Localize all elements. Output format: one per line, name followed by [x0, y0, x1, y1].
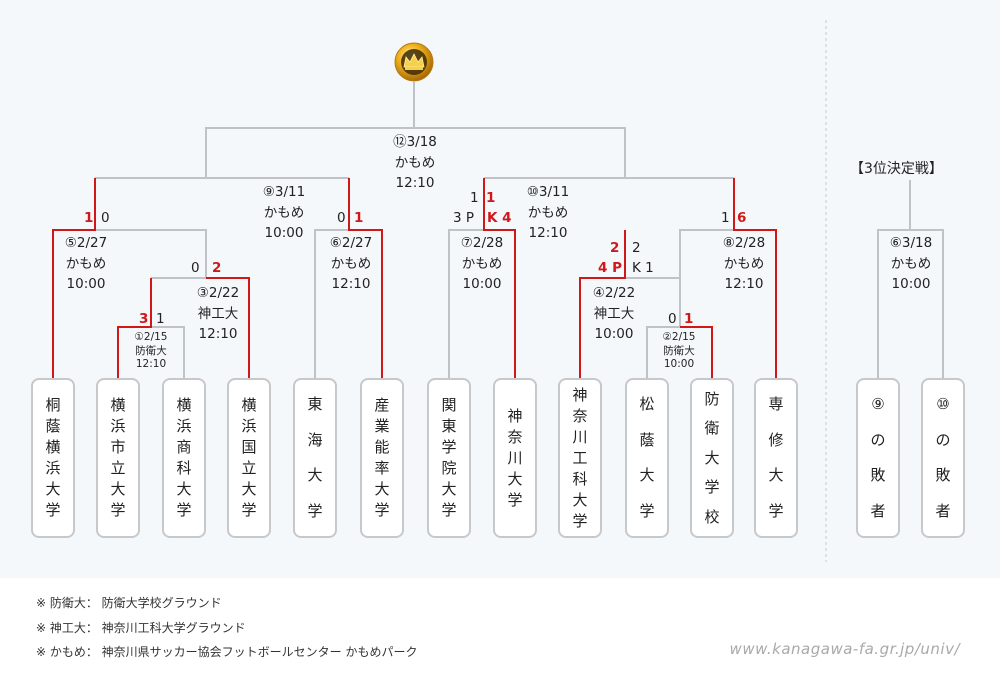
score-m7-lose-pk: 3 P — [453, 210, 475, 226]
score-m6-lose: 0 — [337, 210, 346, 226]
score-m7-win-pk: K 4 — [487, 210, 512, 226]
line-m1-lose — [151, 326, 185, 380]
score-m4-win: 2 — [610, 240, 620, 256]
team-defense-academy: 防衛大学校 — [690, 378, 734, 538]
team-shoin: 松蔭大学 — [625, 378, 669, 538]
note-kamome: ※ かもめ： 神奈川県サッカー協会フットボールセンター かもめパーク — [36, 645, 418, 659]
score-m6-win: 1 — [354, 210, 364, 226]
score-m1-lose: 1 — [156, 311, 165, 327]
line-m8-lose — [679, 229, 734, 278]
line-m5-lose — [95, 229, 207, 278]
score-m3-win: 2 — [212, 260, 222, 276]
score-m4-lose: 2 — [632, 240, 641, 256]
line-final — [205, 127, 626, 178]
score-m7-win: 1 — [486, 190, 496, 206]
team-toin-yokohama: 桐蔭横浜大学 — [31, 378, 75, 538]
third-place-title: 【3位決定戦】 — [850, 161, 943, 177]
score-m7-lose: 1 — [470, 190, 479, 206]
note-shinkou: ※ 神工大： 神奈川工科大学グラウンド — [36, 621, 246, 635]
line-m6-win — [348, 178, 383, 380]
note-bouei: ※ 防衛大： 防衛大学校グラウンド — [36, 596, 222, 610]
line-m3-win — [206, 277, 250, 380]
team-tokai: 東海大学 — [293, 378, 337, 538]
line-m1-win — [117, 278, 152, 380]
score-m3-lose: 0 — [191, 260, 200, 276]
score-m8-lose: 1 — [721, 210, 730, 226]
line-m7-win — [483, 178, 516, 380]
score-m5-lose: 0 — [101, 210, 110, 226]
line-m8-win — [733, 178, 777, 380]
score-m1-win: 3 — [139, 311, 149, 327]
footer: ※ 防衛大： 防衛大学校グラウンド ※ 神工大： 神奈川工科大学グラウンド ※ … — [0, 578, 1000, 680]
site-url: www.kanagawa-fa.gr.jp/univ/ — [729, 640, 960, 658]
team-kanagawa: 神奈川大学 — [493, 378, 537, 538]
line-m6-lose — [314, 229, 349, 380]
line-m5-win — [52, 178, 96, 380]
score-m4-win-pk: 4 P — [598, 260, 622, 276]
line-m7-lose — [448, 229, 484, 380]
team-yokohama-shoka: 横浜商科大学 — [162, 378, 206, 538]
line-m4-win — [579, 230, 626, 380]
team-kanto-gakuin: 関東学院大学 — [427, 378, 471, 538]
score-m2-lose: 0 — [668, 311, 677, 327]
score-m4-lose-pk: K 1 — [632, 260, 654, 276]
crown-trophy-icon — [394, 42, 434, 82]
score-m2-win: 1 — [684, 311, 694, 327]
score-m5-win: 1 — [84, 210, 94, 226]
score-m8-win: 6 — [737, 210, 747, 226]
team-sangyo-noritsu: 産業能率大学 — [360, 378, 404, 538]
line-m2-win — [680, 326, 713, 380]
team-yokohama-national: 横浜国立大学 — [227, 378, 271, 538]
line-m4-lose — [625, 277, 681, 327]
team-yokohama-city: 横浜市立大学 — [96, 378, 140, 538]
line-m2-lose — [646, 326, 680, 380]
team-kanagawa-tech: 神奈川工科大学 — [558, 378, 602, 538]
team-senshu: 専修大学 — [754, 378, 798, 538]
